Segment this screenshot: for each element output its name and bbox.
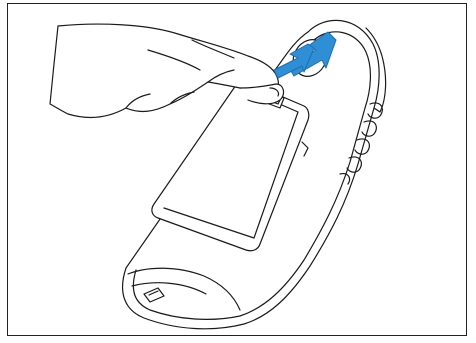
illustration-frame [7, 3, 467, 336]
battery-cover-removal-illustration [8, 4, 465, 334]
